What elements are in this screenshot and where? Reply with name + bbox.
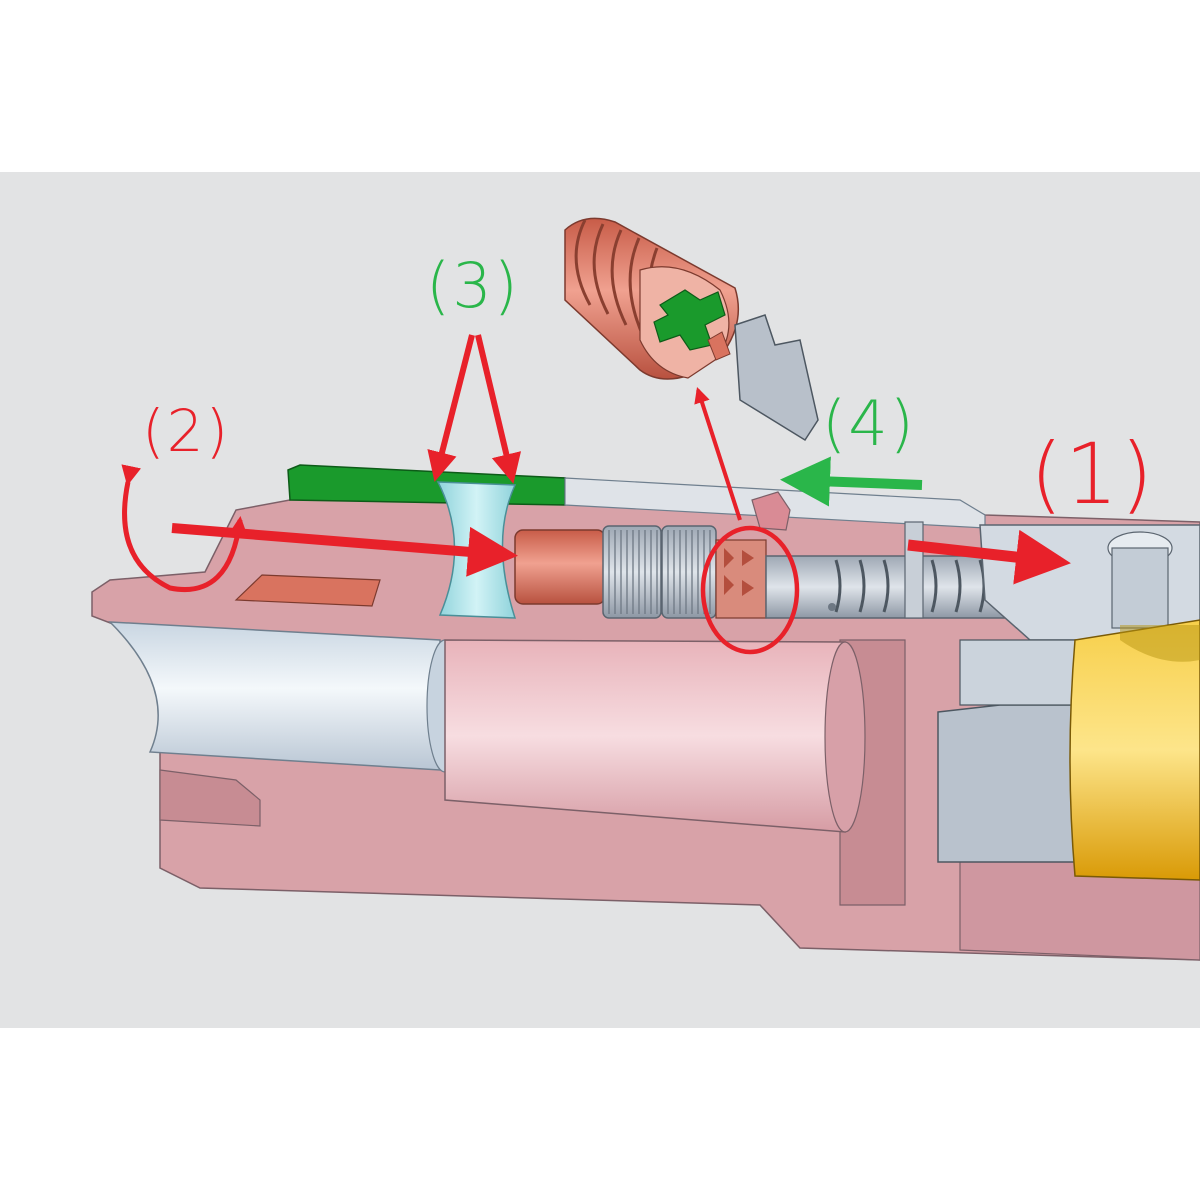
callout-4-label: (4) (822, 387, 916, 460)
chamber-bore (444, 639, 866, 833)
callout-1-arrow (907, 529, 1071, 585)
barrel-tail-tip (234, 574, 381, 607)
inset-pointer-arrow (694, 386, 742, 521)
gear-detail (715, 539, 767, 619)
hop-up-nub (514, 529, 606, 605)
barrel-bore (108, 621, 464, 773)
callout-2-label: (2) (142, 397, 231, 465)
adjuster-wheel (602, 525, 717, 619)
right-assembly (937, 524, 1200, 881)
rotation-arrow (121, 464, 248, 592)
spring-shaft (765, 521, 1007, 619)
callout-1-label: (1) (1030, 425, 1155, 523)
inset-key-block (734, 314, 819, 442)
inset-screw (564, 217, 740, 380)
callout-3-label: (3) (426, 249, 520, 322)
callout-3-arrows (427, 334, 522, 484)
callout-4-arrow (780, 456, 923, 507)
highlight-circle (700, 525, 800, 655)
